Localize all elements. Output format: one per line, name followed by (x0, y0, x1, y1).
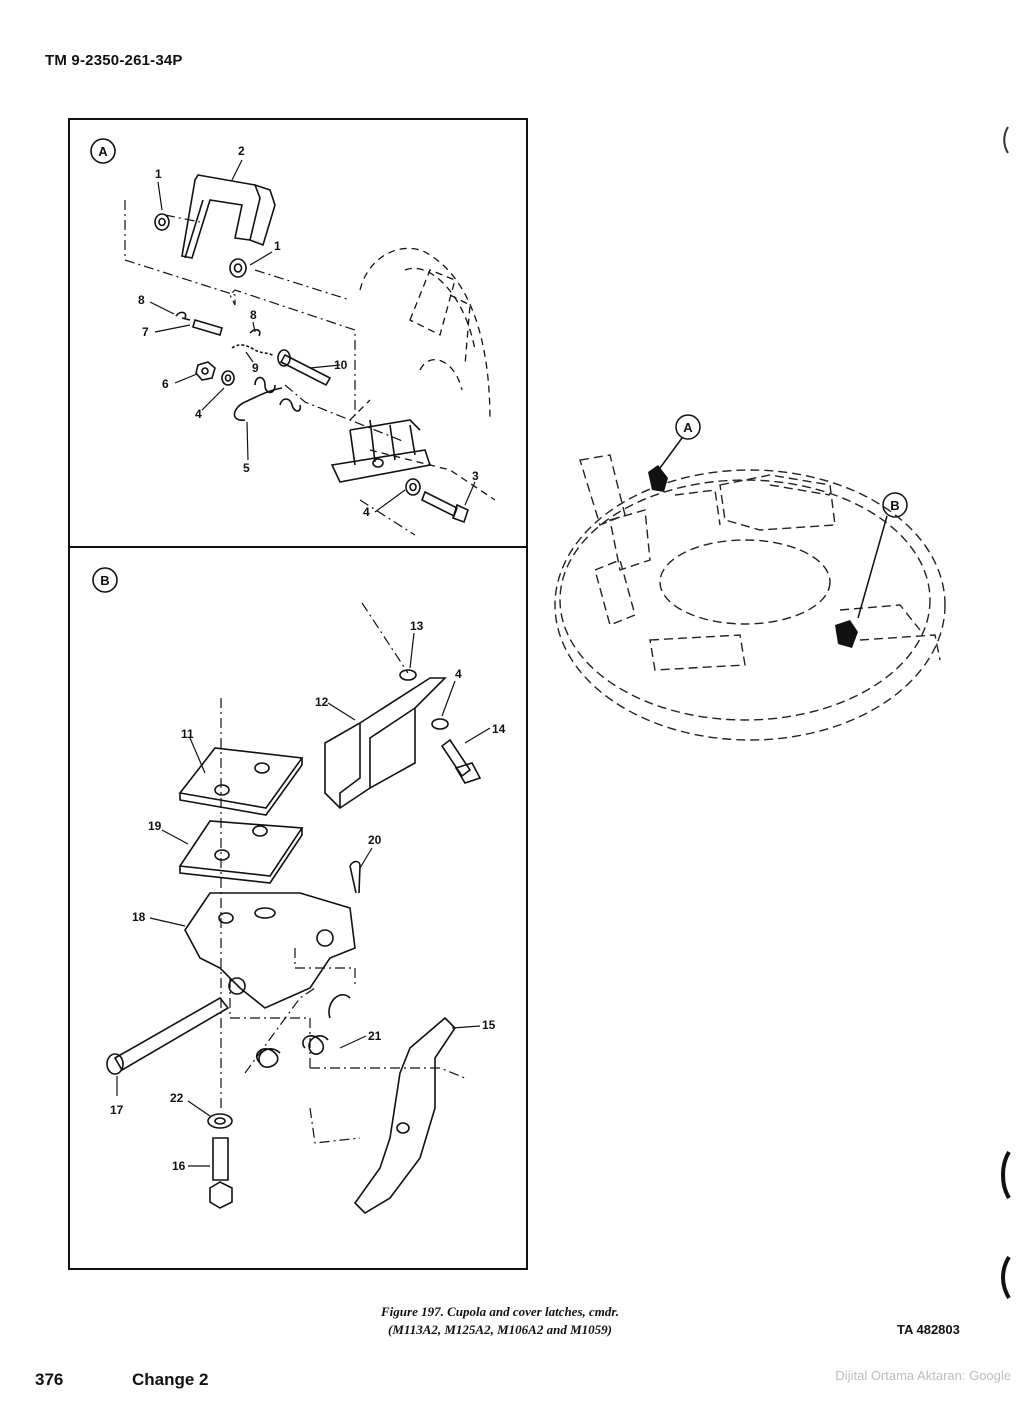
locator-label-a: A (683, 420, 693, 435)
view-a-circle (90, 138, 116, 164)
view-a-exploded-diagram: A 1 2 1 8 7 8 9 10 6 4 5 3 4 (90, 138, 496, 536)
edge-mark (1003, 126, 1009, 154)
callout-a-6: 8 (250, 308, 257, 322)
callout-a-10: 4 (195, 407, 202, 421)
view-a-panel: A 1 2 1 8 7 8 9 10 6 4 5 3 4 (68, 118, 528, 548)
view-b-label: B (100, 573, 109, 588)
edge-mark (1001, 1255, 1011, 1300)
figure-caption-line-2: (M113A2, M125A2, M106A2 and M1059) (388, 1322, 612, 1337)
callout-b-4: 14 (492, 722, 506, 736)
view-b-circle (92, 567, 118, 593)
callout-b-3: 12 (315, 695, 329, 709)
callout-a-4: 8 (138, 293, 145, 307)
callout-a-5: 7 (142, 325, 149, 339)
latch-b-marker (835, 620, 858, 648)
figure-caption: Figure 197. Cupola and cover latches, cm… (340, 1303, 660, 1339)
callout-a-12: 3 (472, 469, 479, 483)
callout-b-7: 20 (368, 833, 382, 847)
callout-a-2: 2 (238, 144, 245, 158)
callout-b-10: 21 (368, 1029, 382, 1043)
callout-a-7: 9 (252, 361, 259, 375)
callout-b-1: 13 (410, 619, 424, 633)
ta-number: TA 482803 (897, 1322, 960, 1337)
callout-b-9: 15 (482, 1018, 496, 1032)
callout-b-6: 19 (148, 819, 162, 833)
latch-a-marker (648, 465, 668, 492)
callout-b-5: 11 (181, 727, 194, 741)
scan-credit: Dijital Ortama Aktaran: Google (835, 1368, 1011, 1383)
locator-label-b: B (890, 498, 899, 513)
edge-mark (1001, 1150, 1011, 1200)
callout-a-9: 6 (162, 377, 169, 391)
callout-b-11: 22 (170, 1091, 184, 1105)
vehicle-cupola-locator-diagram: A B (554, 414, 946, 741)
callout-a-11: 5 (243, 461, 250, 475)
callout-b-13: 16 (172, 1159, 186, 1173)
callout-a-3: 1 (274, 239, 281, 253)
callout-b-8: 18 (132, 910, 146, 924)
page-number: 376 (35, 1370, 64, 1389)
callout-b-2: 4 (455, 667, 462, 681)
callout-b-12: 17 (110, 1103, 124, 1117)
view-a-label: A (98, 144, 108, 159)
callout-a-13: 4 (363, 505, 370, 519)
view-b-panel: B 13 4 12 14 11 19 20 18 15 21 22 17 16 (68, 546, 528, 1270)
callout-a-8: 10 (334, 358, 348, 372)
change-notice: Change 2 (132, 1370, 209, 1389)
tm-number: TM 9-2350-261-34P (45, 52, 183, 69)
figure-caption-line-1: Figure 197. Cupola and cover latches, cm… (381, 1304, 619, 1319)
view-b-exploded-diagram: B 13 4 12 14 11 19 20 18 15 21 22 17 16 (92, 567, 506, 1215)
callout-a-1: 1 (155, 167, 162, 181)
